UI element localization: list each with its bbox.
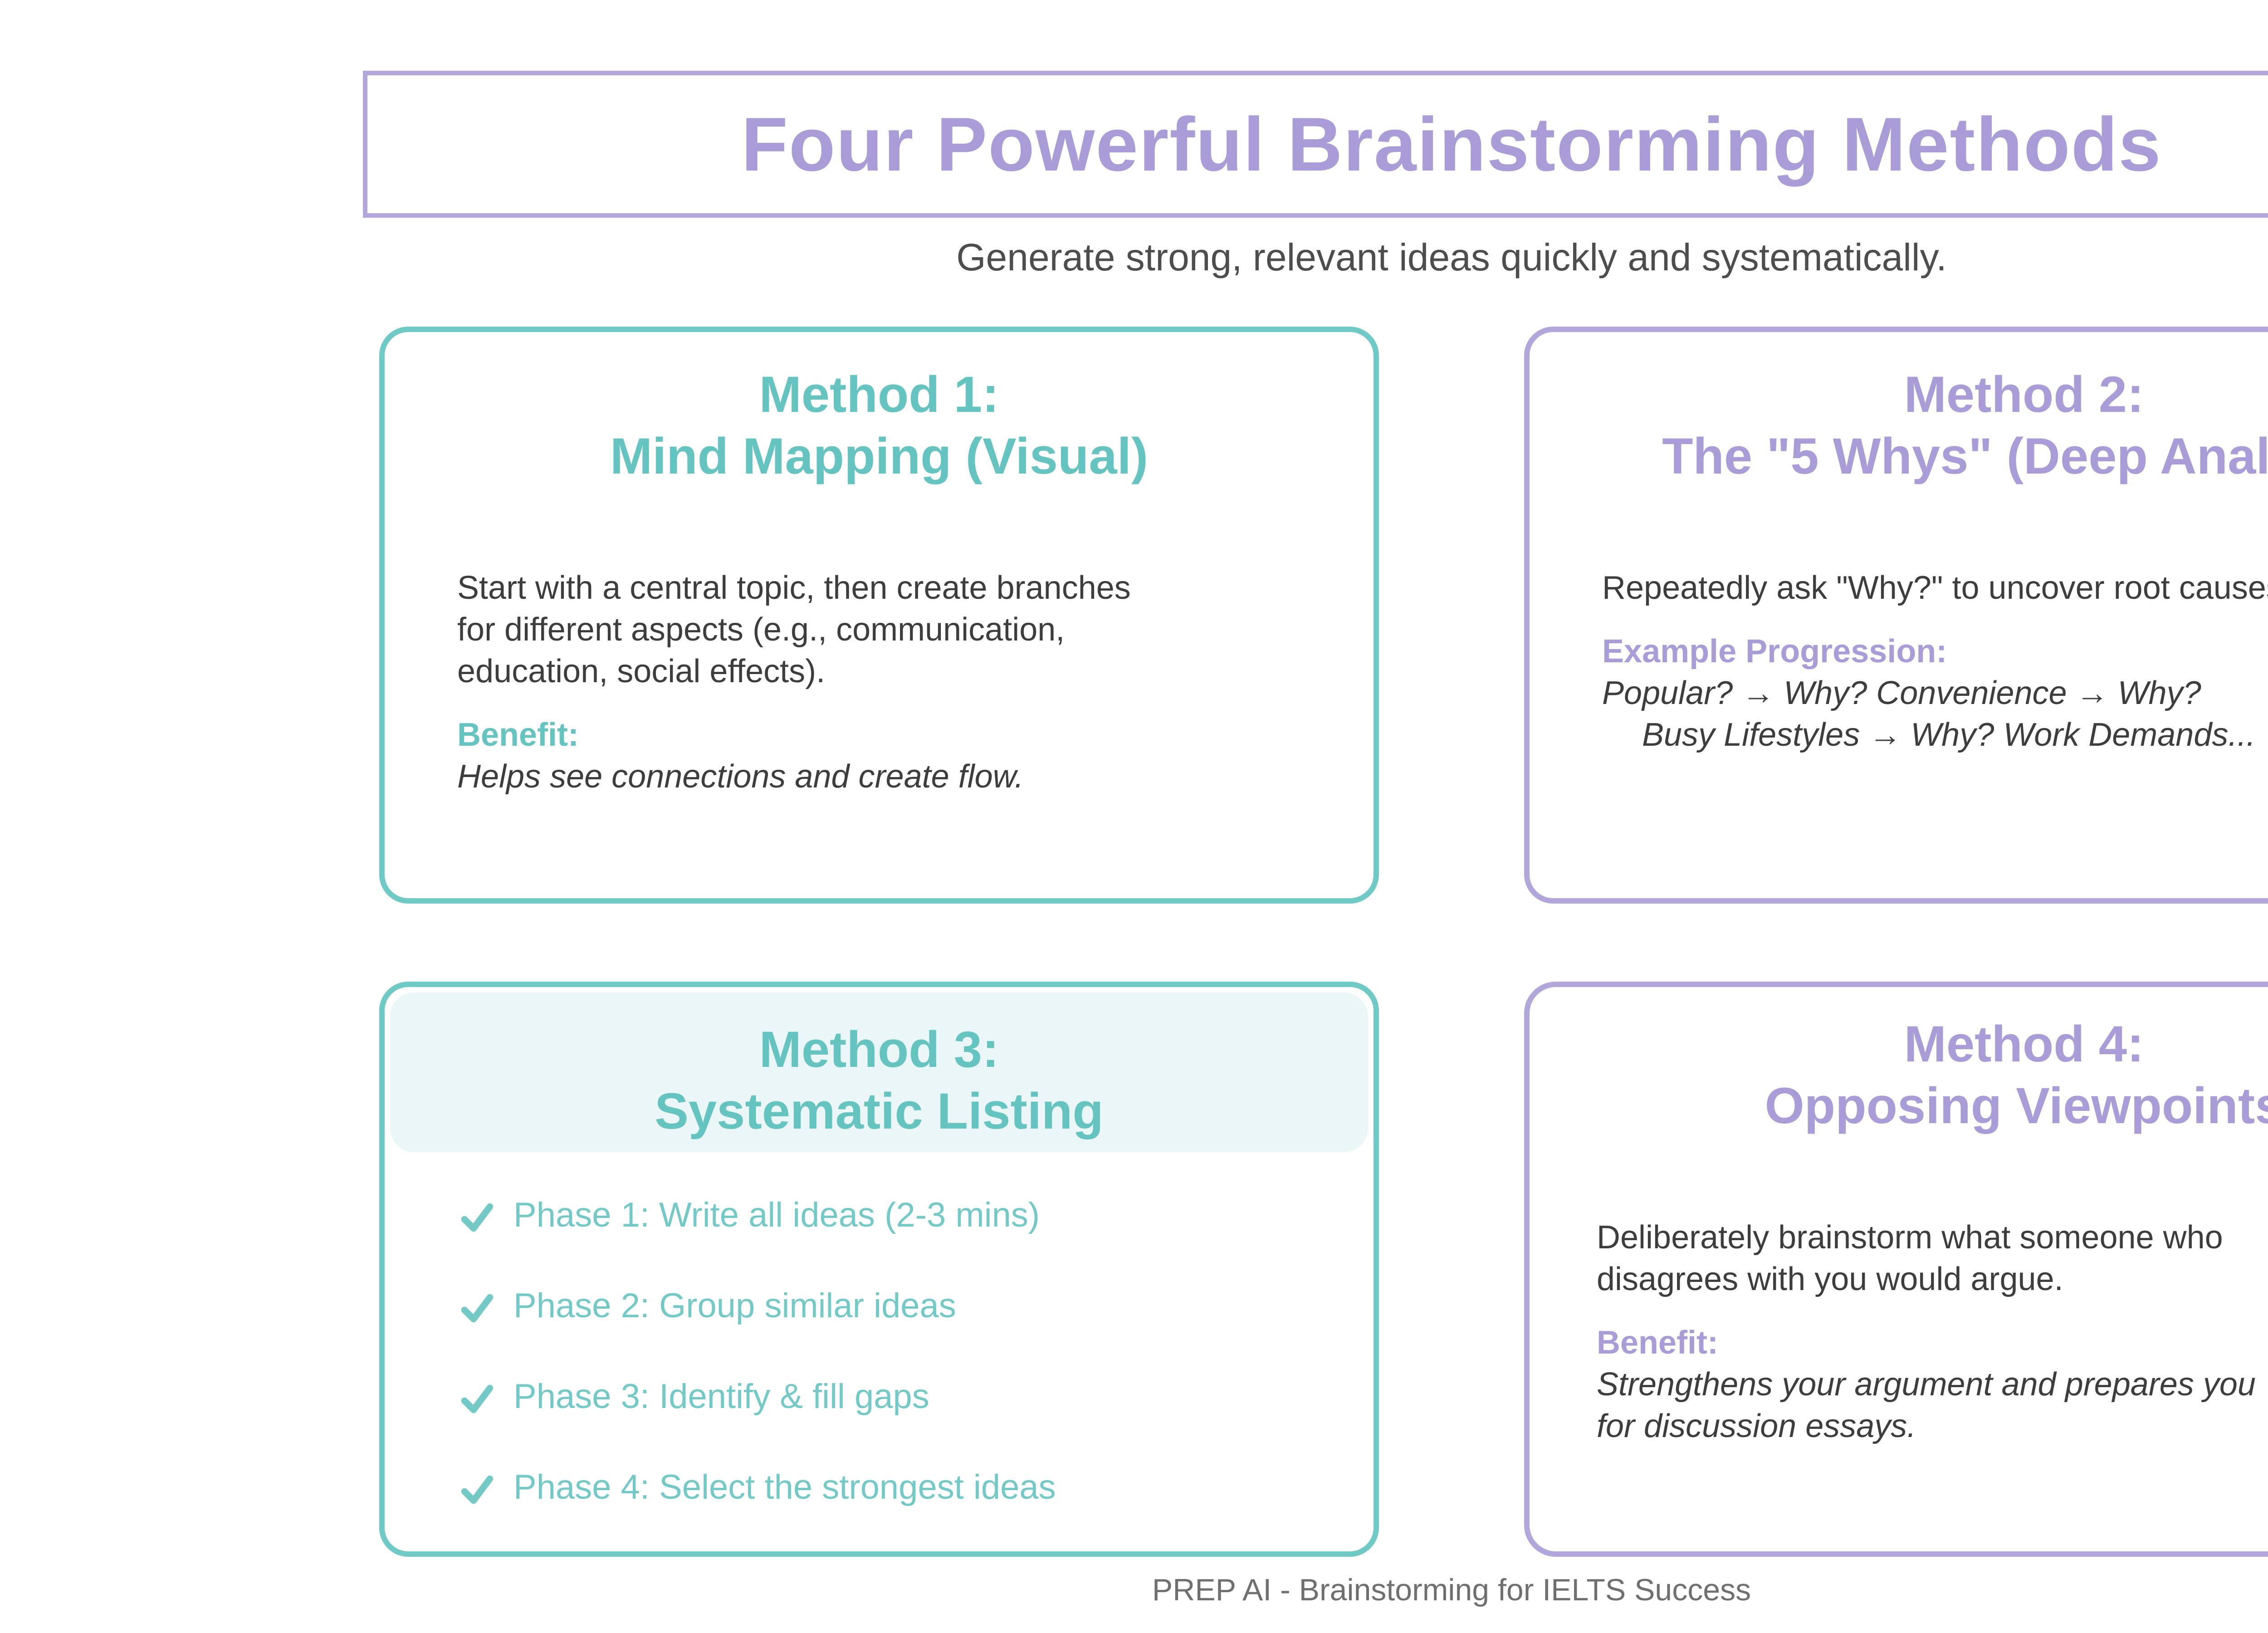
example-text-line: Busy Lifestyles → Why? Work Demands... [1642, 717, 2256, 753]
page-title: Four Powerful Brainstorming Methods [741, 101, 2162, 186]
benefit-text-line: for discussion essays. [1597, 1408, 1916, 1444]
body-text-line: Repeatedly ask "Why?" to uncover root ca… [1602, 570, 2268, 606]
check-icon [461, 1384, 494, 1413]
card-4-title-line-2: Opposing Viewpoints [1765, 1078, 2268, 1134]
body-text-line: education, social effects). [457, 653, 826, 689]
card-2-title-line-2: The "5 Whys" (Deep Analysis) [1662, 428, 2268, 484]
body-text-line: disagrees with you would argue. [1597, 1261, 2063, 1297]
card-1-body: Start with a central topic, then create … [385, 568, 1374, 798]
card-2-title-line-1: Method 2: [1904, 367, 2144, 423]
card-1-title: Method 1: Mind Mapping (Visual) [385, 332, 1374, 488]
checklist-item-label: Phase 2: Group similar ideas [513, 1288, 956, 1326]
checklist-item: Phase 1: Write all ideas (2-3 mins) [457, 1196, 1374, 1239]
card-4-title-line-1: Method 4: [1904, 1016, 2144, 1072]
header-banner: Four Powerful Brainstorming Methods [363, 71, 2268, 218]
card-4-body: Deliberately brainstorm what someone who… [1524, 1217, 2268, 1448]
card-method-2: Method 2: The "5 Whys" (Deep Analysis) R… [1524, 327, 2268, 904]
card-method-1: Method 1: Mind Mapping (Visual) Start wi… [379, 327, 1379, 904]
card-2-title: Method 2: The "5 Whys" (Deep Analysis) [1530, 332, 2268, 488]
checklist-item-label: Phase 3: Identify & fill gaps [513, 1379, 929, 1417]
card-3-title-line-1: Method 3: [759, 1022, 999, 1078]
checklist-item: Phase 3: Identify & fill gaps [457, 1377, 1374, 1421]
card-1-title-line-2: Mind Mapping (Visual) [610, 428, 1149, 484]
card-4-benefit-label: Benefit: [1597, 1325, 1718, 1361]
card-3-checklist: Phase 1: Write all ideas (2-3 mins) Phas… [385, 1196, 1374, 1511]
checklist-item-label: Phase 1: Write all ideas (2-3 mins) [513, 1198, 1040, 1236]
card-3-title-line-2: Systematic Listing [655, 1083, 1104, 1139]
card-method-4: Method 4: Opposing Viewpoints Deliberate… [1524, 982, 2268, 1557]
card-4-title: Method 4: Opposing Viewpoints [1524, 982, 2268, 1138]
card-3-title-band [390, 993, 1368, 1152]
footer-credit: PREP AI - Brainstorming for IELTS Succes… [1152, 1573, 1751, 1608]
benefit-text-line: Helps see connections and create flow. [457, 758, 1024, 795]
check-icon [461, 1203, 494, 1232]
checklist-item-label: Phase 4: Select the strongest ideas [513, 1470, 1056, 1508]
benefit-text-line: Strengthens your argument and prepares y… [1597, 1366, 2256, 1403]
example-text-line: Popular? → Why? Convenience → Why? [1602, 675, 2201, 711]
body-text-line: Deliberately brainstorm what someone who [1597, 1219, 2223, 1256]
card-2-example-label: Example Progression: [1602, 633, 1947, 670]
page-subtitle: Generate strong, relevant ideas quickly … [956, 238, 1947, 279]
checklist-item: Phase 4: Select the strongest ideas [457, 1468, 1374, 1511]
card-3-title: Method 3: Systematic Listing [385, 987, 1374, 1143]
checklist-item: Phase 2: Group similar ideas [457, 1286, 1374, 1330]
card-1-title-line-1: Method 1: [759, 367, 999, 423]
body-text-line: for different aspects (e.g., communicati… [457, 611, 1065, 648]
body-text-line: Start with a central topic, then create … [457, 570, 1131, 606]
card-1-benefit-label: Benefit: [457, 717, 579, 753]
check-icon [461, 1475, 494, 1504]
card-method-3: Method 3: Systematic Listing Phase 1: Wr… [379, 982, 1379, 1557]
check-icon [461, 1294, 494, 1323]
card-2-body: Repeatedly ask "Why?" to uncover root ca… [1530, 568, 2268, 757]
